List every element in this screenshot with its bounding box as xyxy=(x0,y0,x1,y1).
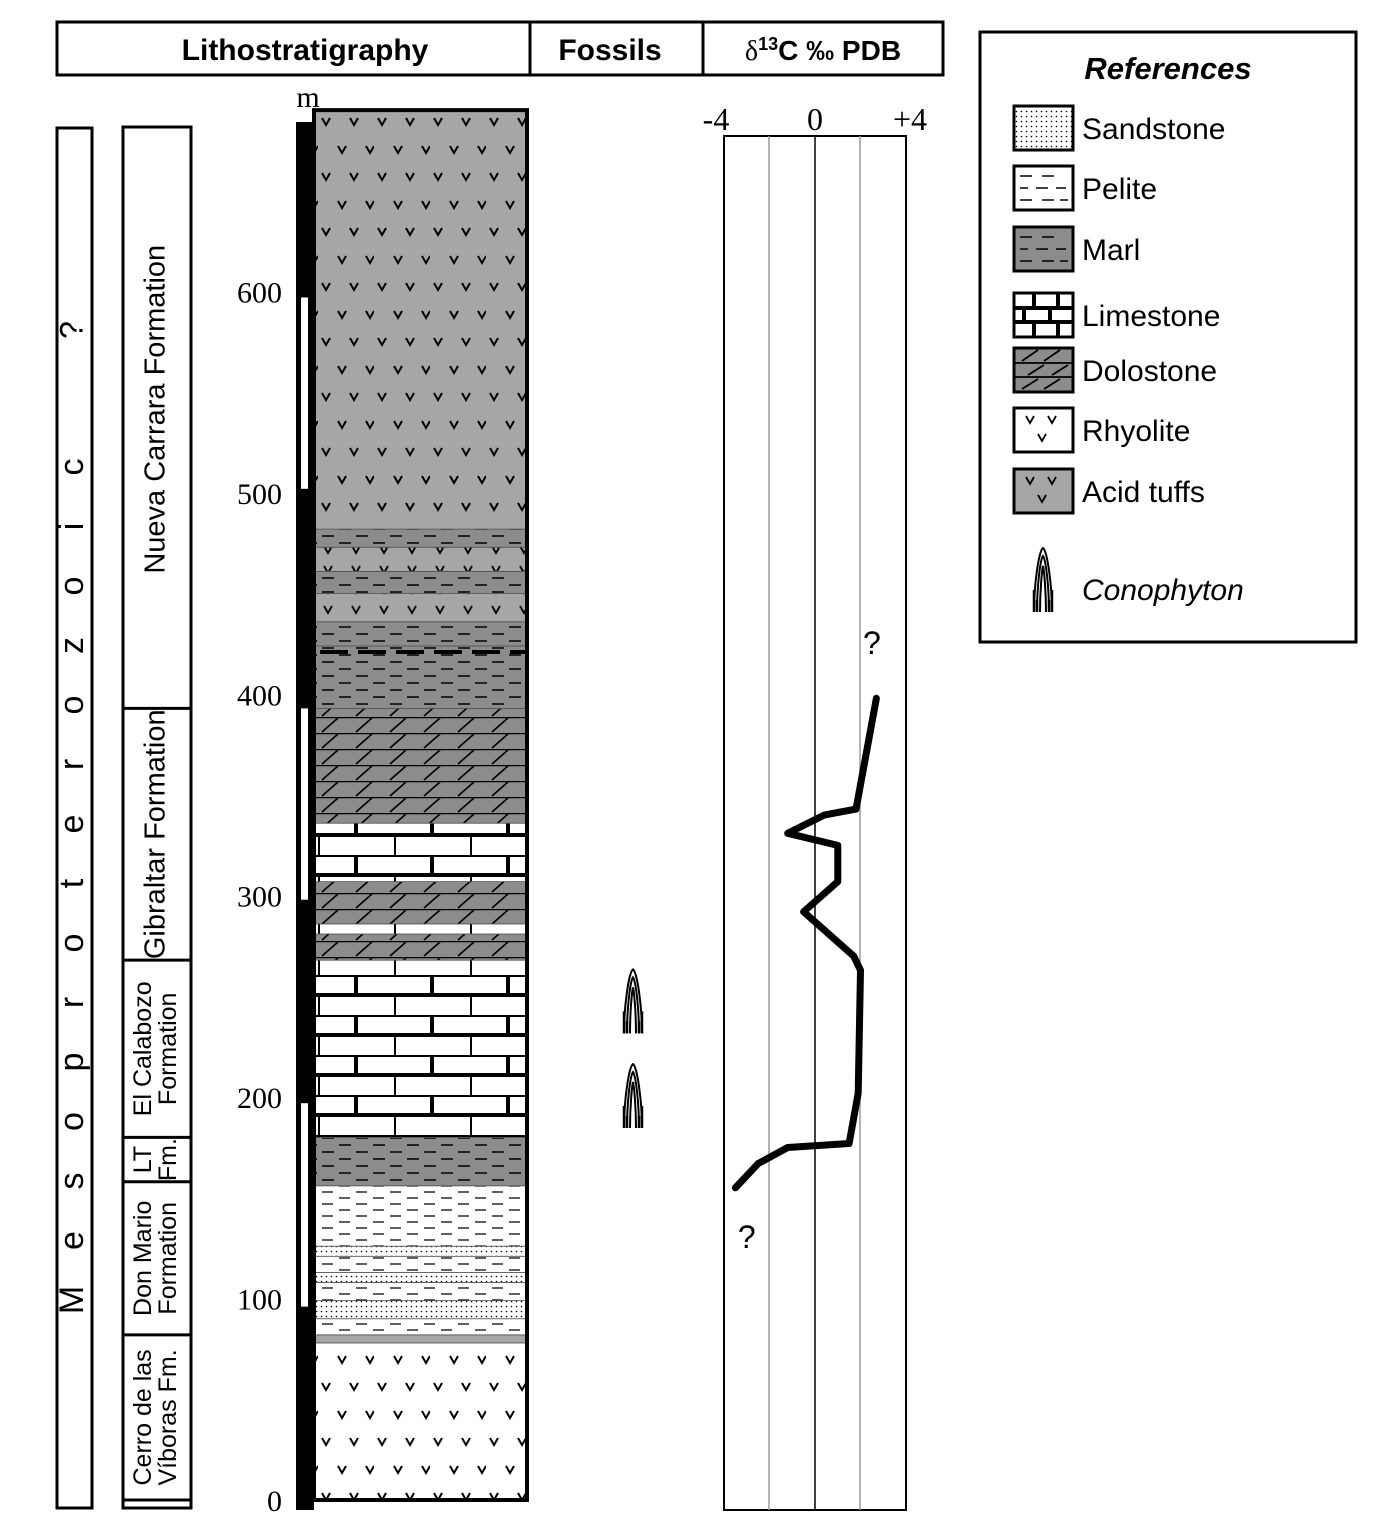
legend-title: References xyxy=(1084,51,1251,86)
lithology-bed-limestone xyxy=(313,923,528,935)
era-column: Me s o p r o t e r o z o i c ? xyxy=(53,126,94,1510)
legend-swatch-tuff xyxy=(1012,467,1075,515)
formation-label: Formation xyxy=(154,1202,182,1315)
era-letter: t xyxy=(53,878,91,888)
lithology-bed-marl xyxy=(313,645,528,709)
formation-label: Formation xyxy=(154,993,182,1106)
depth-tick-label: 600 xyxy=(237,276,282,309)
depth-unit: m xyxy=(296,81,319,114)
era-letter: M xyxy=(53,1286,91,1314)
legend-label: Sandstone xyxy=(1082,113,1225,146)
fossils-header: Fossils xyxy=(558,34,661,67)
legend-label: Rhyolite xyxy=(1082,415,1190,448)
lithology-bed-marl xyxy=(313,571,528,594)
depth-axis: m 0 100 200 300 400 500 600 xyxy=(237,81,320,1518)
isotope-tick-label: 0 xyxy=(807,101,823,137)
formation-label: El Calabozo xyxy=(129,981,157,1116)
lithology-bed-sandstone xyxy=(313,1245,528,1257)
lithology-bed-sandstone xyxy=(313,1271,528,1283)
era-name: Me s o p r o t e r o z o i c xyxy=(53,459,91,1315)
conophyton-icon xyxy=(622,968,644,1035)
formation-label: Cerro de las xyxy=(129,1349,157,1485)
era-letter: o xyxy=(53,934,91,953)
depth-tick-label: 400 xyxy=(237,679,282,712)
lithology-column xyxy=(312,108,529,1502)
era-letter: r xyxy=(53,759,91,770)
lithology-bed-marl xyxy=(313,621,528,647)
era-query-mark: ? xyxy=(53,321,89,339)
lithology-bed-pelite xyxy=(313,1282,528,1301)
lithology-bed-tuff xyxy=(313,593,528,623)
fossil-markers xyxy=(622,968,644,1130)
era-letter: r xyxy=(53,997,91,1008)
legend-label: Dolostone xyxy=(1082,355,1217,388)
conophyton-icon xyxy=(622,1062,644,1130)
scale-bar-white-segment xyxy=(301,708,308,900)
lithology-bed-dolostone xyxy=(313,881,528,925)
header-band: Lithostratigraphy Fossils δ13C ‰ PDB xyxy=(55,20,945,77)
isotope-tick-label: -4 xyxy=(703,101,730,137)
formation-label: Víboras Fm. xyxy=(154,1349,182,1485)
depth-tick-label: 100 xyxy=(237,1284,282,1317)
era-letter: i xyxy=(53,523,91,531)
legend-swatch-limestone xyxy=(1012,291,1075,339)
era-letter: e xyxy=(53,815,91,834)
era-letter: z xyxy=(53,637,91,654)
era-letter: e xyxy=(53,1231,91,1250)
isotope-curve xyxy=(731,694,880,1192)
isotope-header: δ13C ‰ PDB xyxy=(745,34,901,67)
lithology-bed-pelite xyxy=(313,1185,528,1247)
scale-bar xyxy=(296,122,314,1510)
lithology-bed-pelite xyxy=(313,1255,528,1273)
era-letter: o xyxy=(53,1112,91,1131)
lithology-bed-dolostone xyxy=(313,933,528,961)
lithology-bed-dolostone xyxy=(313,707,528,824)
legend-label: Conophyton xyxy=(1082,574,1244,607)
lithology-column-outline xyxy=(312,108,529,1502)
era-letter: s xyxy=(53,1173,91,1190)
lithology-bed-limestone xyxy=(313,822,528,883)
scale-bar-white-segment xyxy=(301,297,308,489)
isotope-chart: -4 0 +4?? xyxy=(703,101,927,1511)
era-letter: c xyxy=(53,459,91,476)
formation-label: Nueva Carrara Formation xyxy=(140,245,172,574)
lithology-bed-sandstone xyxy=(313,1300,528,1320)
legend-swatch-sandstone xyxy=(1012,104,1075,152)
formation-label: Fm. xyxy=(154,1138,182,1181)
formation-label: Don Mario xyxy=(129,1201,157,1316)
lithology-bed-tuff xyxy=(313,109,528,530)
depth-tick-label: 0 xyxy=(267,1485,282,1518)
lithology-bed-limestone xyxy=(313,959,528,1138)
legend-swatch-dolostone xyxy=(1012,346,1075,394)
formation-label: LT xyxy=(129,1146,157,1173)
depth-tick-label: 300 xyxy=(237,881,282,914)
depth-tick-label: 500 xyxy=(237,478,282,511)
legend-swatch-rhyolite xyxy=(1012,406,1075,454)
lithology-bed-tuff xyxy=(313,1334,528,1344)
isotope-query-mark: ? xyxy=(863,625,881,661)
era-letter: o xyxy=(53,696,91,715)
lithology-bed-marl xyxy=(313,1137,528,1187)
formation-label: Gibraltar Formation xyxy=(140,709,172,959)
legend: References SandstonePeliteMarlLimestoneD… xyxy=(978,30,1358,644)
lithology-bed-tuff xyxy=(313,546,528,572)
lithology-bed-rhyolite xyxy=(313,1342,528,1501)
legend-label: Limestone xyxy=(1082,300,1220,333)
lithology-bed-pelite xyxy=(313,1318,528,1336)
legend-label: Pelite xyxy=(1082,173,1157,206)
era-letter: p xyxy=(53,1053,91,1072)
isotope-tick-label: +4 xyxy=(893,101,927,137)
isotope-query-mark: ? xyxy=(738,1219,756,1255)
lithostratigraphy-header: Lithostratigraphy xyxy=(182,34,429,67)
era-letter: o xyxy=(53,577,91,596)
legend-label: Acid tuffs xyxy=(1082,476,1205,509)
scale-bar-white-segment xyxy=(301,1103,308,1307)
depth-tick-label: 200 xyxy=(237,1082,282,1115)
lithology-bed-marl xyxy=(313,528,528,548)
legend-label: Marl xyxy=(1082,234,1140,267)
